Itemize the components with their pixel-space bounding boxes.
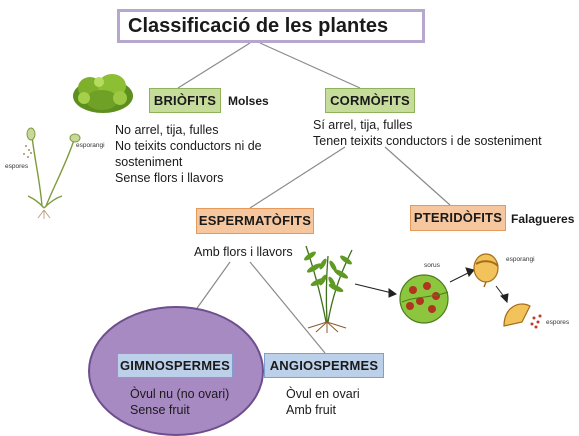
pteridofits-sporangium-label: esporangi	[506, 256, 535, 263]
briofits-feature-2: No teixits conductors ni de	[115, 138, 262, 154]
briofits-feature-4: Sense flors i llavors	[115, 170, 262, 186]
briofits-box: BRIÒFITS	[149, 88, 221, 113]
angiospermes-feature-2: Amb fruit	[286, 402, 360, 418]
title-box: Classificació de les plantes	[117, 9, 425, 43]
cormofits-feature-2: Tenen teixits conductors i de sostenimen…	[313, 133, 542, 149]
angiospermes-features: Òvul en ovari Amb fruit	[286, 386, 360, 418]
pteridofits-box: PTERIDÒFITS	[410, 205, 506, 231]
angiospermes-feature-1: Òvul en ovari	[286, 386, 360, 402]
cormofits-label: CORMÒFITS	[330, 93, 410, 108]
cormofits-box: CORMÒFITS	[325, 88, 415, 113]
cormofits-feature-1: Sí arrel, tija, fulles	[313, 117, 542, 133]
sorus-illustration	[396, 272, 452, 326]
espermatofits-feature-1: Amb flors i llavors	[194, 244, 293, 260]
cormofits-features: Sí arrel, tija, fulles Tenen teixits con…	[313, 117, 542, 149]
angiospermes-label: ANGIOSPERMES	[270, 358, 379, 373]
gimnospermes-feature-2: Sense fruit	[130, 402, 229, 418]
briofits-spores-label: espores	[5, 163, 28, 170]
moss-sporophyte-illustration	[20, 126, 100, 220]
angiospermes-box: ANGIOSPERMES	[264, 353, 384, 378]
page-title: Classificació de les plantes	[128, 15, 388, 37]
pteridofits-aside: Falagueres	[511, 212, 574, 226]
connector-title-cormofits	[260, 43, 360, 88]
sporangium-closed-illustration	[470, 252, 502, 288]
briofits-sporangium-label: esporangi	[76, 142, 105, 149]
briofits-features: No arrel, tija, fulles No teixits conduc…	[115, 122, 262, 186]
pteridofits-spores-label: espores	[546, 319, 569, 326]
gimnospermes-feature-1: Òvul nu (no ovari)	[130, 386, 229, 402]
arrow-fern-to-sorus	[355, 284, 392, 293]
espermatofits-box: ESPERMATÒFITS	[196, 208, 314, 234]
connector-cormofits-pteridofits	[385, 147, 450, 205]
briofits-feature-1: No arrel, tija, fulles	[115, 122, 262, 138]
gimnospermes-label: GIMNOSPERMES	[120, 358, 230, 373]
connector-cormofits-espermatofits	[250, 147, 345, 208]
briofits-aside: Molses	[228, 94, 269, 108]
sorus-label: sorus	[424, 262, 440, 269]
connector-title-briofits	[178, 43, 250, 88]
briofits-feature-3: sosteniment	[115, 154, 262, 170]
sporangium-open-illustration	[500, 296, 554, 332]
fern-illustration	[296, 240, 358, 334]
arrowhead-sorus	[389, 289, 396, 297]
espermatofits-label: ESPERMATÒFITS	[199, 213, 311, 228]
pteridofits-label: PTERIDÒFITS	[414, 210, 502, 225]
arrow-sorus-to-sporangium	[450, 272, 470, 282]
gimnospermes-box: GIMNOSPERMES	[117, 353, 233, 378]
moss-illustration	[72, 68, 134, 114]
briofits-label: BRIÒFITS	[154, 93, 216, 108]
gimnospermes-features: Òvul nu (no ovari) Sense fruit	[130, 386, 229, 418]
